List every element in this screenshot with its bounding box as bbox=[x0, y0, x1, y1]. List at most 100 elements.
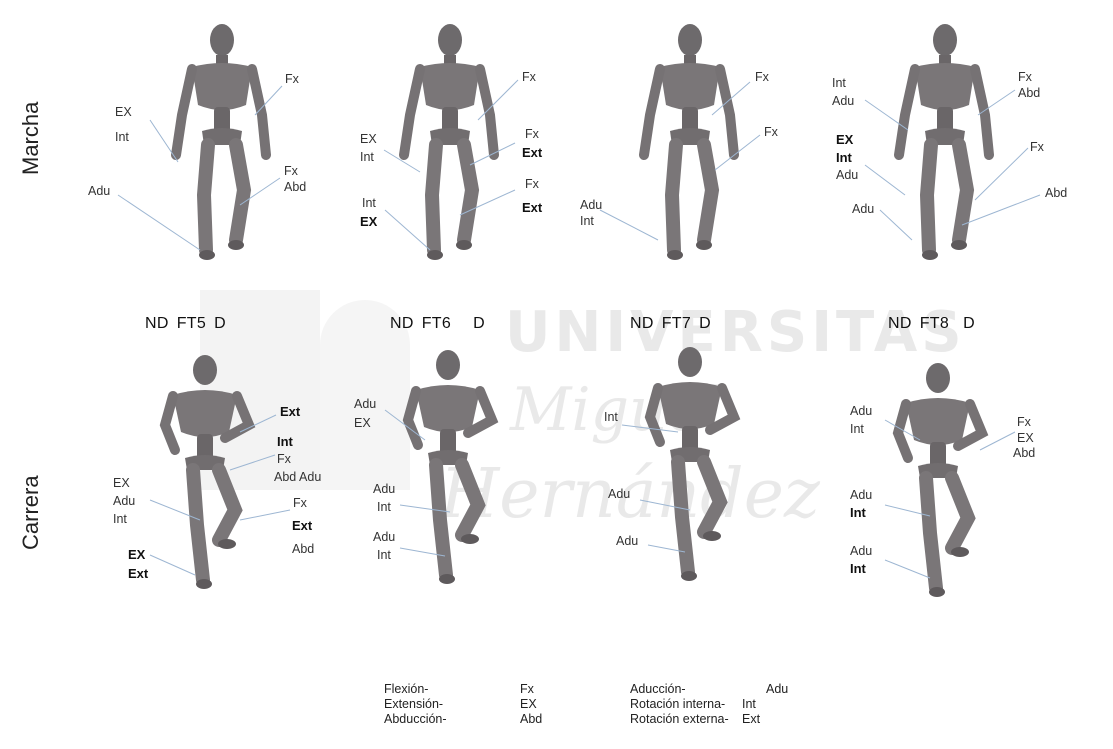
ft5-top-label: Abd bbox=[284, 180, 306, 195]
ft5-bottom-label: Ext bbox=[292, 518, 312, 533]
ft7-top-label: Fx bbox=[755, 70, 769, 85]
figure-ft8-carrera bbox=[898, 363, 982, 597]
ft5-top-label: Int bbox=[115, 130, 129, 145]
ft6-top-label: Ext bbox=[522, 145, 542, 160]
ft8-name: FT8 bbox=[920, 315, 949, 332]
ft8-bottom-label: Abd bbox=[1013, 446, 1035, 461]
legend-abbr: Adu bbox=[766, 682, 788, 697]
legend-row: Rotación interna-Int bbox=[630, 697, 788, 712]
ft6-top-label: Int bbox=[362, 196, 376, 211]
ft6-top-label: Int bbox=[360, 150, 374, 165]
ft8-nd: ND bbox=[888, 315, 912, 332]
ft6-top-label: Fx bbox=[525, 127, 539, 142]
ft6-bottom-label: EX bbox=[354, 416, 371, 431]
legend-right: Aducción-Adu Rotación interna-Int Rotaci… bbox=[630, 682, 788, 727]
ft6-bottom-label: Int bbox=[377, 548, 391, 563]
ft5-top-label: EX bbox=[115, 105, 132, 120]
ft6-d: D bbox=[473, 315, 485, 332]
ft6-header: ND FT6 D bbox=[390, 315, 493, 333]
legend-row: Flexión-Fx bbox=[384, 682, 542, 697]
ft7-name: FT7 bbox=[662, 315, 691, 332]
ft5-bottom-label: Fx bbox=[277, 452, 291, 467]
ft5-d: D bbox=[214, 315, 226, 332]
legend-abbr: EX bbox=[520, 697, 537, 712]
ft7-d: D bbox=[699, 315, 711, 332]
ft5-bottom-label: EX bbox=[113, 476, 130, 491]
ft8-bottom-label: Int bbox=[850, 505, 866, 520]
figure-ft7-carrera bbox=[650, 347, 734, 581]
ft8-bottom-label: Int bbox=[850, 561, 866, 576]
legend-row: Extensión-EX bbox=[384, 697, 542, 712]
figure-ft6-marcha bbox=[404, 24, 494, 260]
ft8-bottom-label: Adu bbox=[850, 544, 872, 559]
ft7-nd: ND bbox=[630, 315, 654, 332]
legend-abbr: Fx bbox=[520, 682, 534, 697]
legend-name: Rotación interna- bbox=[630, 697, 742, 712]
ft5-name: FT5 bbox=[177, 315, 206, 332]
ft6-top-label: Fx bbox=[525, 177, 539, 192]
ft8-bottom-label: Adu bbox=[850, 404, 872, 419]
ft5-nd: ND bbox=[145, 315, 169, 332]
ft7-bottom-label: Adu bbox=[616, 534, 638, 549]
ft7-bottom-label: Int bbox=[604, 410, 618, 425]
ft7-top-label: Int bbox=[580, 214, 594, 229]
ft5-bottom-label: Int bbox=[277, 434, 293, 449]
ft6-top-label: EX bbox=[360, 214, 377, 229]
figure-ft5-marcha bbox=[176, 24, 266, 260]
ft7-top-label: Fx bbox=[764, 125, 778, 140]
ft6-name: FT6 bbox=[422, 315, 451, 332]
ft8-top-label: EX bbox=[836, 132, 853, 147]
ft6-top-label: Ext bbox=[522, 200, 542, 215]
ft8-header: ND FT8 D bbox=[888, 315, 983, 333]
ft6-bottom-label: Adu bbox=[373, 530, 395, 545]
ft5-bottom-label: Abd bbox=[292, 542, 314, 557]
ft5-header: ND FT5 D bbox=[145, 315, 234, 333]
ft7-bottom-label: Adu bbox=[608, 487, 630, 502]
legend-name: Extensión- bbox=[384, 697, 520, 712]
ft8-top-label: Int bbox=[836, 150, 852, 165]
ft7-top-label: Adu bbox=[580, 198, 602, 213]
legend-row: Rotación externa-Ext bbox=[630, 712, 788, 727]
ft8-top-label: Adu bbox=[836, 168, 858, 183]
ft8-bottom-label: Int bbox=[850, 422, 864, 437]
figure-ft8-marcha bbox=[899, 24, 989, 260]
legend-name: Abducción- bbox=[384, 712, 520, 727]
ft8-bottom-label: Adu bbox=[850, 488, 872, 503]
ft5-bottom-label: Abd Adu bbox=[274, 470, 321, 485]
ft6-top-label: Fx bbox=[522, 70, 536, 85]
ft5-bottom-label: Fx bbox=[293, 496, 307, 511]
legend-abbr: Abd bbox=[520, 712, 542, 727]
ft8-d: D bbox=[963, 315, 975, 332]
legend-abbr: Int bbox=[742, 697, 756, 712]
legend-abbr: Ext bbox=[742, 712, 760, 727]
ft8-top-label: Adu bbox=[832, 94, 854, 109]
ft8-top-label: Fx bbox=[1018, 70, 1032, 85]
ft5-bottom-label: Ext bbox=[280, 404, 300, 419]
ft8-top-label: Int bbox=[832, 76, 846, 91]
figure-ft7-marcha bbox=[644, 24, 734, 260]
legend-name: Rotación externa- bbox=[630, 712, 742, 727]
legend-row: Aducción-Adu bbox=[630, 682, 788, 697]
legend-name: Aducción- bbox=[630, 682, 766, 697]
ft6-top-label: EX bbox=[360, 132, 377, 147]
legend-left: Flexión-Fx Extensión-EX Abducción-Abd bbox=[384, 682, 542, 727]
ft6-nd: ND bbox=[390, 315, 414, 332]
ft8-bottom-label: EX bbox=[1017, 431, 1034, 446]
ft5-top-label: Fx bbox=[285, 72, 299, 87]
ft6-bottom-label: Int bbox=[377, 500, 391, 515]
figure-ft6-carrera bbox=[408, 350, 492, 584]
ft5-bottom-label: Adu bbox=[113, 494, 135, 509]
ft8-top-label: Abd bbox=[1045, 186, 1067, 201]
ft5-bottom-label: Int bbox=[113, 512, 127, 527]
ft6-bottom-label: Adu bbox=[373, 482, 395, 497]
ft6-bottom-label: Adu bbox=[354, 397, 376, 412]
ft8-bottom-label: Fx bbox=[1017, 415, 1031, 430]
ft5-top-label: Fx bbox=[284, 164, 298, 179]
ft8-top-label: Fx bbox=[1030, 140, 1044, 155]
figure-ft5-carrera bbox=[165, 355, 249, 589]
ft7-header: ND FT7 D bbox=[630, 315, 719, 333]
ft8-top-label: Abd bbox=[1018, 86, 1040, 101]
ft5-bottom-label: EX bbox=[128, 547, 145, 562]
ft5-bottom-label: Ext bbox=[128, 566, 148, 581]
